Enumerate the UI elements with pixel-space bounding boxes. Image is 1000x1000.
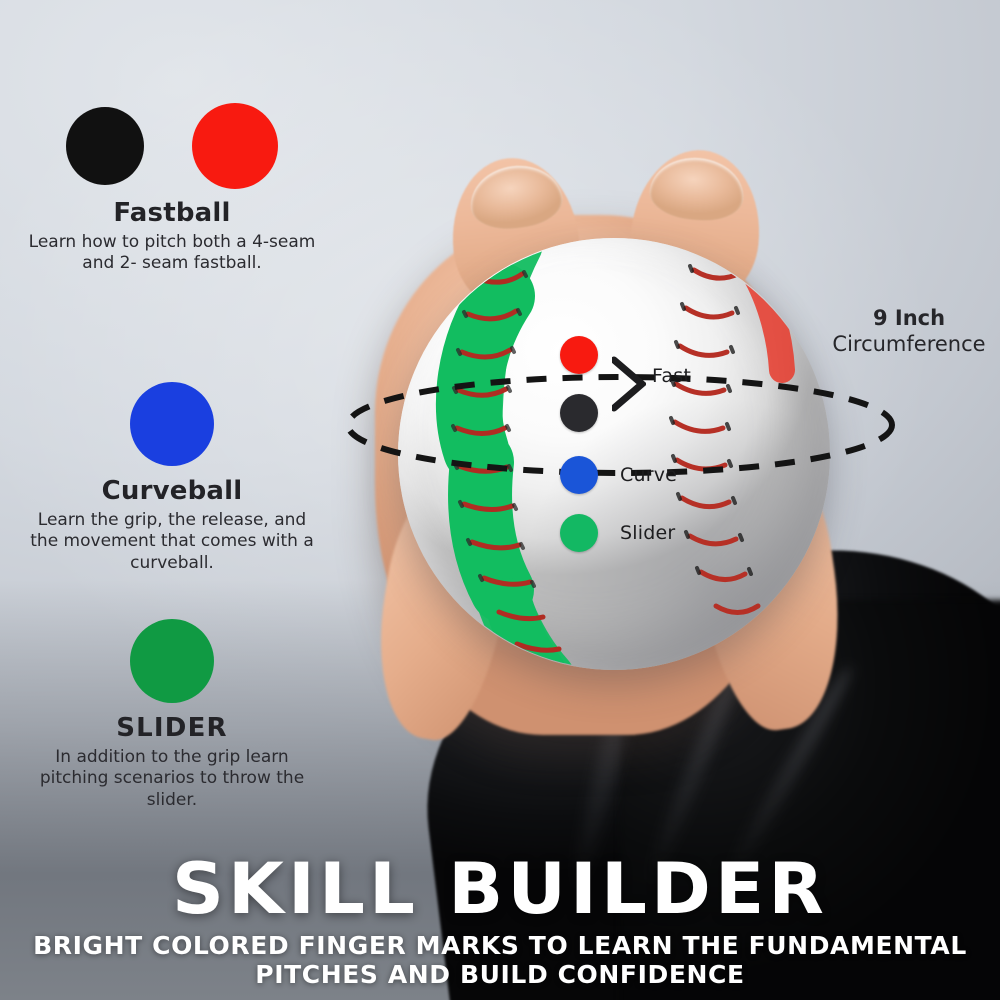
blue-dot <box>130 382 214 466</box>
feature-curveball: Curveball Learn the grip, the release, a… <box>12 378 332 574</box>
legend-green-dot <box>560 514 598 552</box>
feature-curveball-title: Curveball <box>101 476 243 506</box>
baseball-body <box>398 238 830 670</box>
legend-row-curve: Curve <box>560 456 677 494</box>
feature-fastball-title: Fastball <box>113 198 231 228</box>
baseball <box>398 238 830 670</box>
fast-bracket-icon <box>612 356 646 412</box>
feature-slider-description: In addition to the grip learn pitching s… <box>39 747 305 810</box>
circumference-callout: 9 Inch Circumference <box>824 306 994 357</box>
feature-slider-title: SLIDER <box>116 713 228 743</box>
black-dot <box>66 107 144 185</box>
legend-row-fast-black <box>560 394 598 432</box>
legend-row-fast-red <box>560 336 598 374</box>
legend-label-fast: Fast <box>652 365 691 387</box>
feature-slider-dots <box>12 615 332 707</box>
legend-label-slider: Slider <box>620 522 676 544</box>
baseball-seams <box>435 239 795 669</box>
legend-row-slider: Slider <box>560 514 675 552</box>
feature-fastball-dots <box>12 100 332 192</box>
legend-label-curve: Curve <box>620 464 678 486</box>
legend-black-dot <box>560 394 598 432</box>
feature-curveball-description: Learn the grip, the release, and the mov… <box>30 510 314 573</box>
banner-subtitle: BRIGHT COLORED FINGER MARKS TO LEARN THE… <box>0 931 1000 989</box>
circumference-line2: Circumference <box>832 331 986 356</box>
feature-fastball: Fastball Learn how to pitch both a 4-sea… <box>12 100 332 275</box>
red-dot <box>192 103 278 189</box>
feature-slider: SLIDER In addition to the grip learn pit… <box>12 615 332 811</box>
feature-curveball-dots <box>12 378 332 470</box>
bottom-banner: SKILL BUILDER BRIGHT COLORED FINGER MARK… <box>0 840 1000 1000</box>
legend-red-dot <box>560 336 598 374</box>
feature-fastball-description: Learn how to pitch both a 4-seam and 2- … <box>28 232 316 274</box>
circumference-line1: 9 Inch <box>872 306 946 330</box>
legend-blue-dot <box>560 456 598 494</box>
banner-title: SKILL BUILDER <box>171 848 829 930</box>
circumference-dashed-ellipse <box>345 374 895 476</box>
banner-subtitle-line1: BRIGHT COLORED FINGER MARKS TO LEARN THE… <box>33 931 967 960</box>
banner-subtitle-line2: PITCHES AND BUILD CONFIDENCE <box>255 959 745 989</box>
green-dot <box>130 619 214 703</box>
